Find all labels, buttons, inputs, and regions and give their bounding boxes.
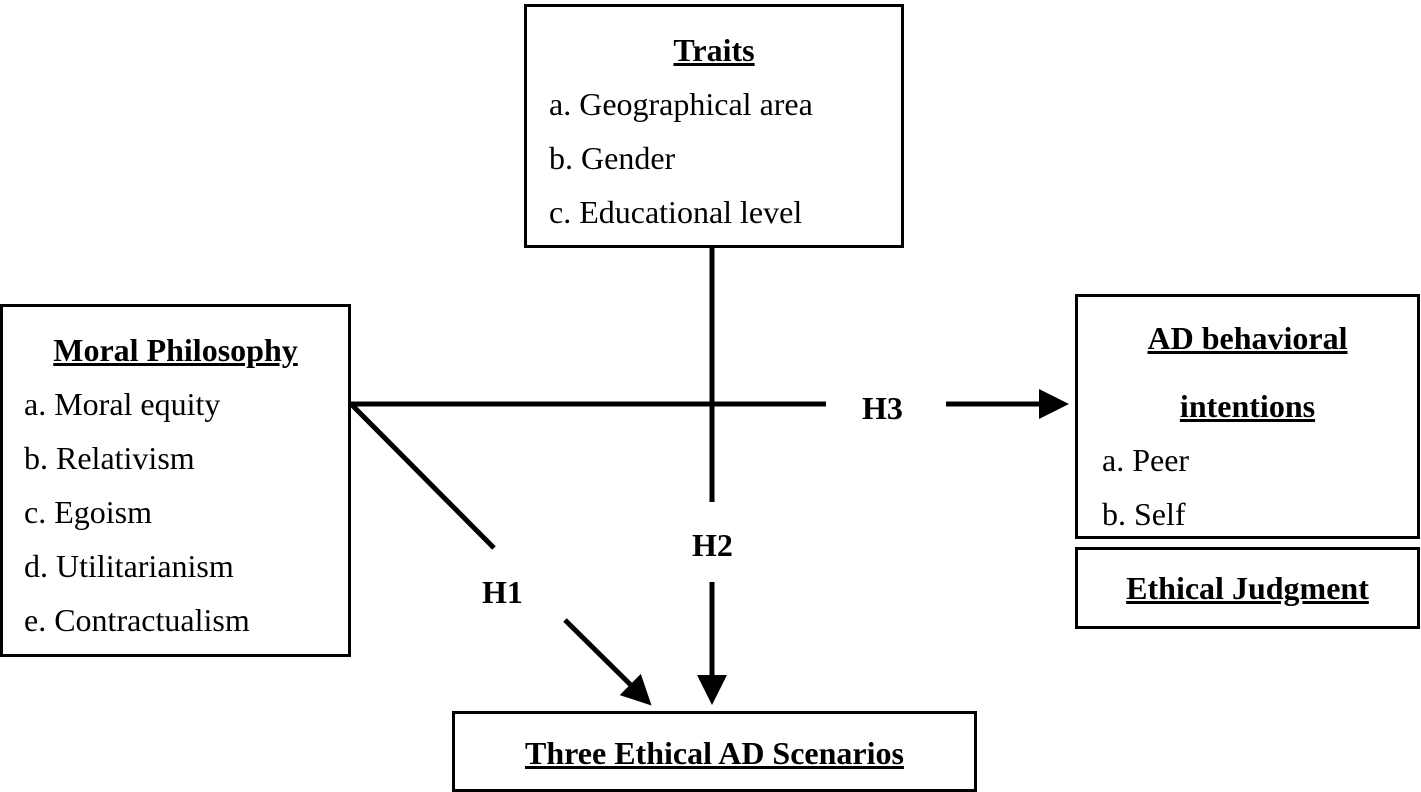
moral-item-moral-equity: a. Moral equity bbox=[24, 386, 221, 422]
moral-item-egoism: c. Egoism bbox=[24, 494, 152, 530]
traits-item-gender: b. Gender bbox=[549, 140, 676, 176]
traits-title: Traits bbox=[673, 32, 755, 68]
moral-philosophy-list: a. Moral equity b. Relativism c. Egoism … bbox=[3, 377, 348, 647]
behavioral-intentions-title-line1: AD behavioral bbox=[1147, 320, 1348, 356]
behavioral-intentions-title-line2: intentions bbox=[1179, 388, 1316, 424]
behavioral-intentions-box: AD behavioral intentions a. Peer b. Self bbox=[1075, 294, 1420, 539]
hypothesis-h1-label: H1 bbox=[482, 574, 523, 610]
intentions-item-peer: a. Peer bbox=[1102, 442, 1190, 478]
moral-item-utilitarianism: d. Utilitarianism bbox=[24, 548, 234, 584]
hypothesis-h3-label: H3 bbox=[862, 390, 903, 426]
moral-philosophy-box: Moral Philosophy a. Moral equity b. Rela… bbox=[0, 304, 351, 657]
moral-item-relativism: b. Relativism bbox=[24, 440, 195, 476]
scenarios-box: Three Ethical AD Scenarios bbox=[452, 711, 977, 792]
hypothesis-h2-label: H2 bbox=[692, 527, 733, 563]
traits-box: Traits a. Geographical area b. Gender c.… bbox=[524, 4, 904, 248]
behavioral-intentions-list: a. Peer b. Self bbox=[1078, 433, 1417, 541]
ethical-judgment-box: Ethical Judgment bbox=[1075, 547, 1420, 629]
scenarios-title: Three Ethical AD Scenarios bbox=[525, 735, 904, 771]
traits-item-educational-level: c. Educational level bbox=[549, 194, 803, 230]
h1-connector-upper bbox=[349, 402, 496, 550]
intentions-item-self: b. Self bbox=[1102, 496, 1186, 532]
moral-item-contractualism: e. Contractualism bbox=[24, 602, 250, 638]
traits-item-geographical-area: a. Geographical area bbox=[549, 86, 813, 122]
moral-philosophy-title: Moral Philosophy bbox=[53, 332, 298, 368]
ethical-judgment-title: Ethical Judgment bbox=[1126, 570, 1369, 606]
traits-list: a. Geographical area b. Gender c. Educat… bbox=[527, 77, 901, 239]
h1-arrow bbox=[563, 618, 652, 706]
